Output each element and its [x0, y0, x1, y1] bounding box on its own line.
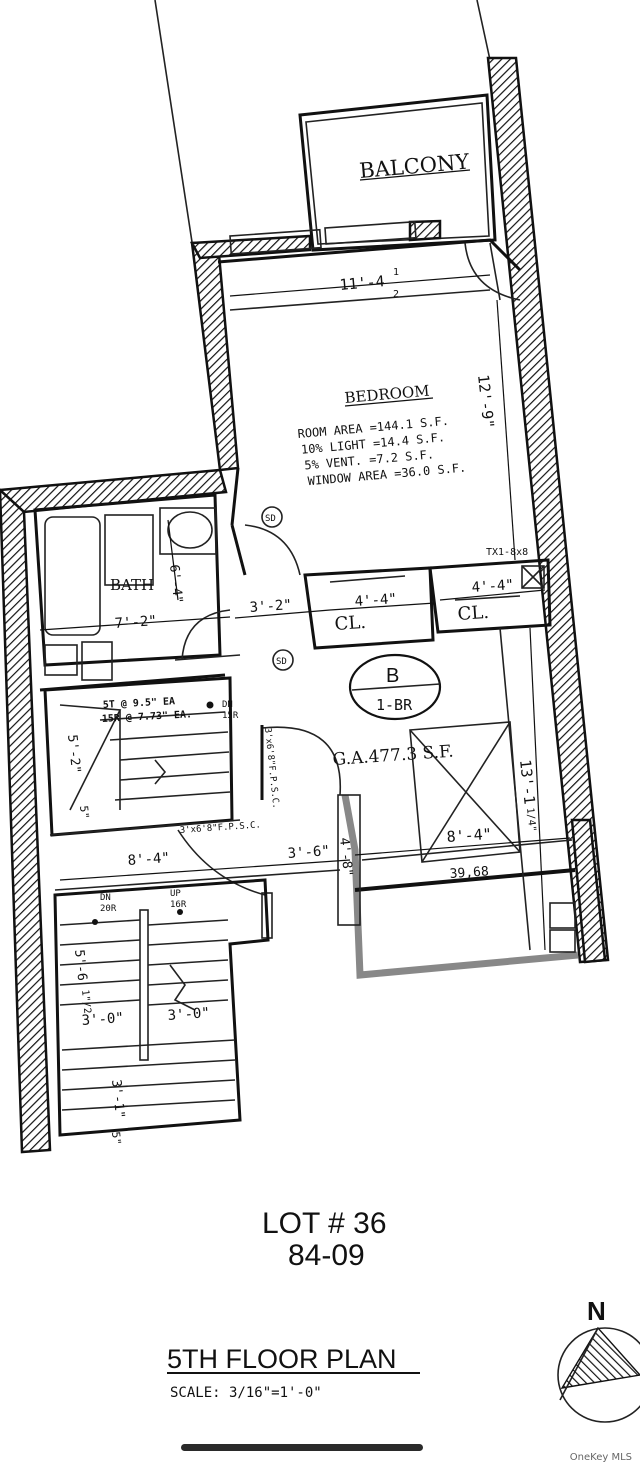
dim-bedroom-width: 11'-4 — [339, 272, 386, 294]
unit-tag: B 1-BR — [348, 653, 442, 721]
dimension-labels: 11'-4 1 2 12'-9" 7'-2" 6'-4" 3'-2" 4'-4"… — [64, 267, 539, 1145]
svg-text:N: N — [587, 1296, 606, 1326]
dim-stair-upper-landing: 5" — [77, 805, 91, 820]
bedroom-specs: ROOM AREA =144.1 S.F. 10% LIGHT =14.4 S.… — [297, 414, 467, 488]
bedroom-label: BEDROOM — [344, 382, 430, 407]
closet-2-label: CL. — [457, 602, 490, 625]
north-arrow-icon: N — [557, 1296, 640, 1423]
dim-stair-lower-w1: 3'-0" — [81, 1010, 124, 1029]
dim-closet-2: 4'-4" — [471, 577, 514, 596]
dim-stair-upper-run: 5'-2" — [64, 734, 83, 774]
riser-spec-1: 5T @ 9.5" EA — [103, 696, 176, 711]
dim-bath-width: 7'-2" — [114, 613, 157, 632]
balcony-underline — [359, 169, 471, 181]
dim-living-width: 8'-4" — [446, 825, 492, 846]
lower-stair — [53, 878, 270, 1137]
entry-door-frame — [337, 794, 361, 926]
balcony — [298, 93, 497, 252]
dim-balcony-line: 39,68 — [449, 864, 489, 882]
dim-bedroom-width-frac-den: 2 — [393, 289, 399, 300]
dim-corridor-depth: 4'-8" — [336, 837, 355, 877]
lot-block: 84-09 — [288, 1239, 365, 1272]
dim-stair-lower-run: 5'-6 — [71, 949, 89, 982]
property-line-left — [154, 0, 193, 243]
gross-area: G.A.477.3 S.F. — [332, 742, 454, 770]
down-15r-a: DN — [222, 700, 233, 710]
dim-living-depth: 13'-1 — [516, 759, 539, 806]
balcony-label: BALCONY — [358, 149, 471, 183]
dim-living-depth-frac: 1/4" — [524, 807, 537, 832]
scale-label: SCALE: 3/16"=1'-0" — [170, 1385, 322, 1401]
dim-stair-lower-run-frac: 1"/2 — [79, 989, 92, 1014]
property-line-right — [476, 0, 491, 61]
smoke-detector-1: SD — [265, 514, 276, 524]
up-16r-a: UP — [170, 889, 181, 899]
interior-walls — [33, 220, 579, 1137]
sink — [167, 511, 213, 549]
dim-stair-lower-end: 5" — [109, 1131, 123, 1146]
down-20r-a: DN — [100, 893, 111, 903]
toilet-area — [104, 514, 154, 586]
closet-1-label: CL. — [334, 612, 367, 635]
riser-spec-2: 15R @ 7.73" EA. — [102, 709, 193, 725]
bath-label: BATH — [110, 576, 154, 594]
dim-stair-lower-w2: 3'-0" — [167, 1005, 210, 1024]
dim-bedroom-width-frac-num: 1 — [393, 267, 399, 278]
up-16r-b: 16R — [170, 900, 187, 910]
floor-plan-title: 5TH FLOOR PLAN — [167, 1344, 397, 1374]
dim-bath-depth: 6'-4" — [166, 564, 185, 604]
door-spec-1: 3'x6'8"F.P.S.C. — [262, 727, 280, 809]
watermark: OneKey MLS — [569, 1452, 632, 1463]
home-indicator[interactable] — [181, 1444, 423, 1451]
unit-type: 1-BR — [376, 696, 413, 714]
annotations: SD SD TX1-8x8 5T @ 9.5" EA 15R @ 7.73" E… — [100, 506, 528, 914]
dimension-lines — [39, 274, 571, 951]
smoke-detector-2: SD — [276, 657, 287, 667]
down-15r-b: 15R — [222, 711, 239, 721]
dim-corridor-door: 3'-6" — [287, 843, 330, 862]
exhaust-label: TX1-8x8 — [486, 547, 528, 558]
washer — [44, 644, 78, 676]
dim-bedroom-depth: 12'-9" — [474, 374, 498, 430]
exhaust-box — [521, 565, 545, 589]
down-20r-b: 20R — [100, 904, 117, 914]
bathtub — [44, 516, 101, 636]
dim-corridor-width: 8'-4" — [127, 850, 170, 869]
unit-letter: B — [386, 665, 399, 687]
exterior-walls — [0, 56, 610, 1154]
bedroom-underline — [344, 397, 434, 407]
dim-stair-lower-landing: 3'-1" — [108, 1079, 127, 1119]
dim-closet-1: 4'-4" — [354, 591, 397, 610]
lot-number: LOT # 36 — [262, 1207, 387, 1240]
dim-hall-width: 3'-2" — [249, 597, 292, 616]
